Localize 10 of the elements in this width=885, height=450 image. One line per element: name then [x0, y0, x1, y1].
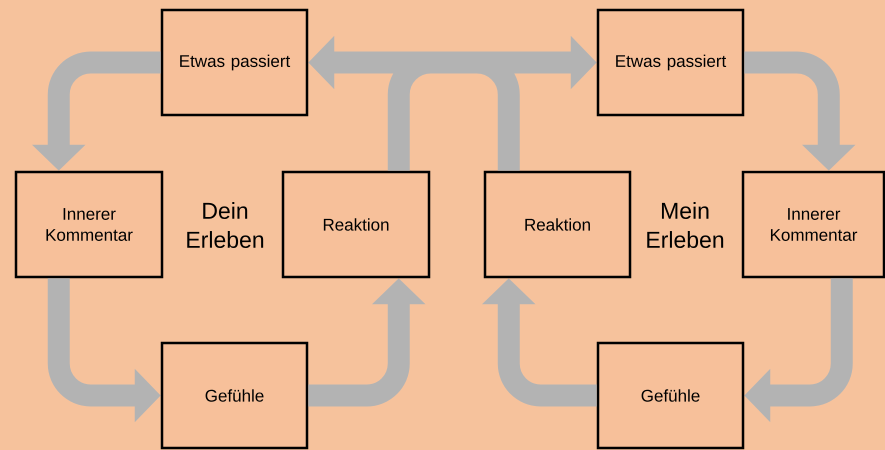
diagram-label: Mein Erleben — [647, 202, 724, 248]
diagram-label: Dein Erleben — [187, 202, 264, 248]
process-box: Innerer Kommentar — [14, 170, 164, 278]
process-box: Innerer Kommentar — [742, 170, 885, 278]
process-box: Reaktion — [484, 170, 632, 278]
process-box: Reaktion — [282, 170, 430, 278]
process-box: Gefühle — [596, 342, 744, 450]
process-box: Etwas passiert — [160, 8, 308, 116]
process-box: Gefühle — [160, 342, 308, 450]
process-box: Etwas passiert — [596, 8, 744, 116]
